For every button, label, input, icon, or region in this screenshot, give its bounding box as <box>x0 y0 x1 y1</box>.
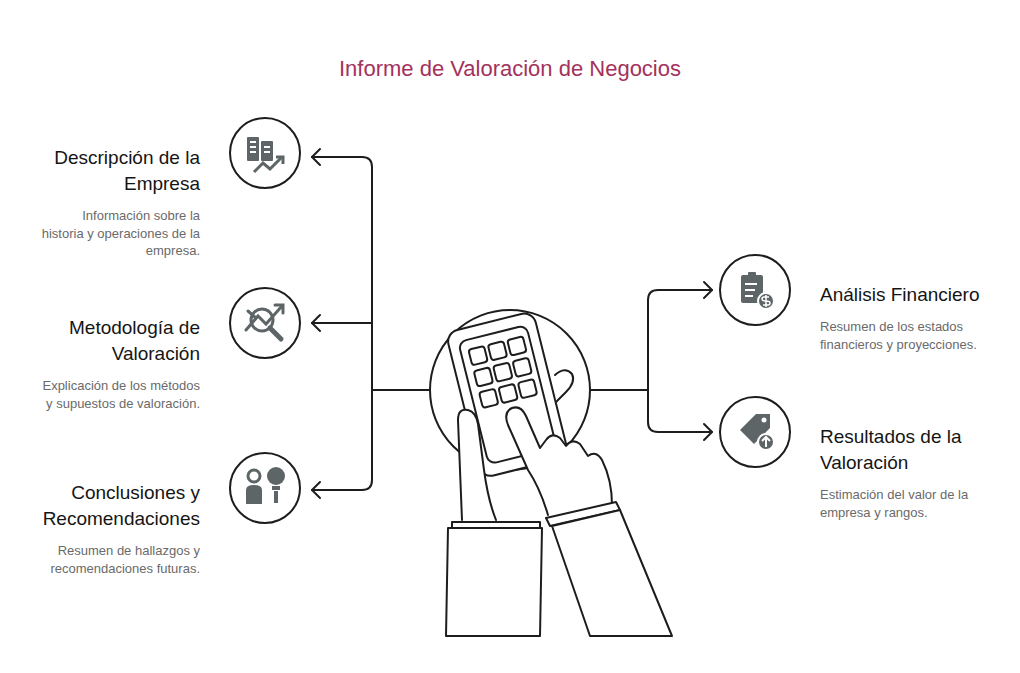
node-description: Resumen de los estados financieros y pro… <box>820 318 982 353</box>
node-heading: Análisis Financiero <box>820 282 992 308</box>
node-description: Explicación de los métodos y supuestos d… <box>38 377 200 412</box>
sleeve <box>552 510 672 636</box>
node-heading: Conclusiones y Recomendaciones <box>28 480 200 532</box>
arrow-head <box>704 424 712 440</box>
text-group: Resultados de la ValoraciónEstimación de… <box>820 424 992 521</box>
sleeve <box>446 528 542 636</box>
node-description: Resumen de hallazgos y recomendaciones f… <box>38 542 200 577</box>
arrow-head <box>312 482 320 498</box>
text-group: Análisis FinancieroResumen de los estado… <box>820 282 992 353</box>
arrow-head <box>312 149 320 165</box>
wire <box>372 389 430 391</box>
wire <box>648 290 712 432</box>
icon-circle: Conclusiones y RecomendacionesResumen de… <box>229 452 301 524</box>
node-description: Información sobre la historia y operacio… <box>38 207 200 260</box>
node-description: Estimación del valor de la empresa y ran… <box>820 486 982 521</box>
wire <box>312 322 372 324</box>
icon-circle: Metodología de ValoraciónExplicación de … <box>229 287 301 359</box>
icon-circle: Resultados de la ValoraciónEstimación de… <box>719 396 791 468</box>
node-heading: Descripción de la Empresa <box>28 145 200 197</box>
icon-circle: Análisis FinancieroResumen de los estado… <box>719 254 791 326</box>
diagram-title: Informe de Valoración de Negocios <box>0 56 1020 82</box>
hand <box>458 410 496 520</box>
arrow-head <box>312 315 320 331</box>
hand <box>506 407 612 515</box>
node-heading: Resultados de la Valoración <box>820 424 992 476</box>
text-group: Metodología de ValoraciónExplicación de … <box>28 315 200 412</box>
text-group: Conclusiones y RecomendacionesResumen de… <box>28 480 200 577</box>
wire <box>590 389 648 391</box>
wire <box>312 157 372 490</box>
icon-circle: Descripción de la EmpresaInformación sob… <box>229 117 301 189</box>
arrow-head <box>704 282 712 298</box>
node-heading: Metodología de Valoración <box>28 315 200 367</box>
text-group: Descripción de la EmpresaInformación sob… <box>28 145 200 260</box>
thumb <box>555 370 573 402</box>
